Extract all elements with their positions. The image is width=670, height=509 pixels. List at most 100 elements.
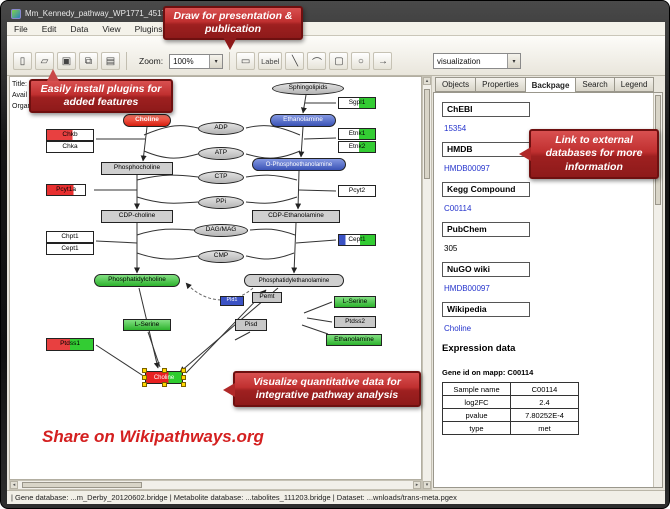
save-icon[interactable]: ▣ [57,52,76,70]
app-icon [11,8,21,19]
selection-handle[interactable] [162,382,167,387]
backpage-header-hmdb: HMDB [442,142,530,157]
node-cept1-left[interactable]: Cept1 [46,243,94,255]
pathway-canvas[interactable]: Title: Avail Organ Sphingolipids Sgpl1 C… [9,76,422,480]
scroll-thumb[interactable] [22,482,142,488]
menu-file[interactable]: File [14,23,28,34]
node-l-serine-left[interactable]: L-Serine [123,319,171,331]
node-chka[interactable]: Chka [46,141,94,153]
node-pcyt1a[interactable]: Pcyt1a [46,184,86,196]
tab-search[interactable]: Search [575,77,614,92]
node-pemt[interactable]: Pemt [252,292,282,303]
new-file-icon[interactable]: ▯ [13,52,32,70]
node-ethanolamine-bottom[interactable]: Ethanolamine [326,334,382,346]
selected-node-group[interactable]: Choline [142,368,186,387]
node-l-serine-right[interactable]: L-Serine [334,296,376,308]
node-etnk1[interactable]: Etnk1 [338,128,376,140]
node-sphingolipids[interactable]: Sphingolipids [272,82,344,95]
node-ptdss2[interactable]: Ptdss2 [334,316,376,328]
arc-tool-button[interactable]: ⌒ [307,52,327,70]
menu-edit[interactable]: Edit [41,23,57,34]
selection-handle[interactable] [162,368,167,373]
label-tool-button[interactable]: Label [258,52,283,70]
table-cell: log2FC [442,395,511,409]
node-ppi[interactable]: PPi [198,196,244,209]
menu-plugins[interactable]: Plugins [134,23,163,34]
toolbar-separator [229,52,231,70]
scroll-down-icon[interactable]: ▾ [423,481,431,489]
selection-handle[interactable] [181,368,186,373]
hmdb-link[interactable]: HMDB00097 [444,164,490,173]
node-cmp[interactable]: CMP [198,250,244,263]
node-ethanolamine[interactable]: Ethanolamine [270,114,336,127]
node-cept1-right[interactable]: Cept1 [338,234,376,246]
table-cell: 7.80252E-4 [510,408,579,422]
chevron-down-icon[interactable]: ▾ [507,54,520,68]
menu-bar: File Edit Data View Plugins Help [7,22,665,36]
nugo-link[interactable]: HMDB00097 [444,284,490,293]
tab-properties[interactable]: Properties [475,77,525,92]
node-phosphatidylethanolamine[interactable]: Phosphatidylethanolamine [244,274,344,287]
node-chkb[interactable]: Chkb [46,129,94,141]
node-pisd[interactable]: Pisd [235,319,267,331]
selection-handle[interactable] [181,375,186,380]
callout-visualize-data: Visualize quantitative data for integrat… [223,371,421,407]
node-ptdss1[interactable]: Ptdss1 [46,338,94,351]
table-row: log2FC 2.4 [442,395,579,409]
node-phosphatidylcholine[interactable]: Phosphatidylcholine [94,274,180,287]
visualization-combobox[interactable]: visualization ▾ [433,53,521,69]
paste-icon[interactable]: ▤ [101,52,120,70]
table-cell: 2.4 [510,395,579,409]
kegg-link[interactable]: C00114 [444,204,472,213]
scroll-right-icon[interactable]: ▸ [413,481,421,489]
node-ctp[interactable]: CTP [198,171,244,184]
line-tool-button[interactable]: ╲ [285,52,305,70]
node-cdp-choline[interactable]: CDP-choline [101,210,173,223]
node-pld1[interactable]: Pld1 [220,296,244,306]
arrow-tool-button[interactable]: → [373,52,393,70]
open-file-icon[interactable]: ▱ [35,52,54,70]
expression-table: Sample name C00114 log2FC 2.4 pvalue 7.8… [442,382,579,435]
menu-data[interactable]: Data [70,23,89,34]
scroll-left-icon[interactable]: ◂ [10,481,18,489]
selection-handle[interactable] [181,382,186,387]
canvas-horizontal-scrollbar[interactable]: ◂ ▸ [9,480,422,490]
canvas-vertical-scrollbar[interactable]: ▴ ▾ [422,76,432,490]
visualization-value: visualization [437,56,481,66]
chevron-down-icon[interactable]: ▾ [209,54,223,68]
node-pcyt2[interactable]: Pcyt2 [338,185,376,197]
node-cdp-ethanolamine[interactable]: CDP-Ethanolamine [252,210,340,223]
ellipse-tool-button[interactable]: ○ [351,52,371,70]
scroll-up-icon[interactable]: ▴ [423,77,431,85]
pathway-info-availability: Avail [12,92,28,99]
selection-handle[interactable] [142,375,147,380]
node-phosphocholine[interactable]: Phosphocholine [101,162,173,175]
node-sgpl1[interactable]: Sgpl1 [338,97,376,109]
tab-legend[interactable]: Legend [613,77,655,92]
rect-tool-button[interactable]: ▢ [329,52,349,70]
node-o-phosphoethanolamine[interactable]: O-Phosphoethanolamine [252,158,346,171]
node-choline[interactable]: Choline [123,114,171,127]
menu-view[interactable]: View [102,23,121,34]
node-dag-mag[interactable]: DAG/MAG [194,224,248,237]
selection-handle[interactable] [142,368,147,373]
zoom-combobox[interactable]: 100% ▾ [169,53,224,69]
chebi-link[interactable]: 15354 [444,124,467,133]
title-bar[interactable]: Mm_Kennedy_pathway_WP1771_45176.gpml [11,6,190,21]
tab-backpage[interactable]: Backpage [524,77,576,93]
node-chpt1[interactable]: Chpt1 [46,231,94,243]
datanode-tool-button[interactable]: ▭ [236,52,256,70]
node-atp[interactable]: ATP [198,147,244,160]
node-etnk2[interactable]: Etnk2 [338,141,376,153]
table-row: pvalue 7.80252E-4 [442,408,579,422]
toolbar-separator [126,52,127,70]
wikipedia-link[interactable]: Choline [444,324,472,333]
pubchem-value: 305 [444,244,458,253]
selection-handle[interactable] [142,382,147,387]
pathway-info-title: Title: [12,81,27,88]
tab-objects[interactable]: Objects [435,77,476,92]
copy-icon[interactable]: ⧉ [79,52,98,70]
node-adp[interactable]: ADP [198,122,244,135]
scroll-thumb[interactable] [424,89,430,179]
callout-pointer [47,69,59,81]
